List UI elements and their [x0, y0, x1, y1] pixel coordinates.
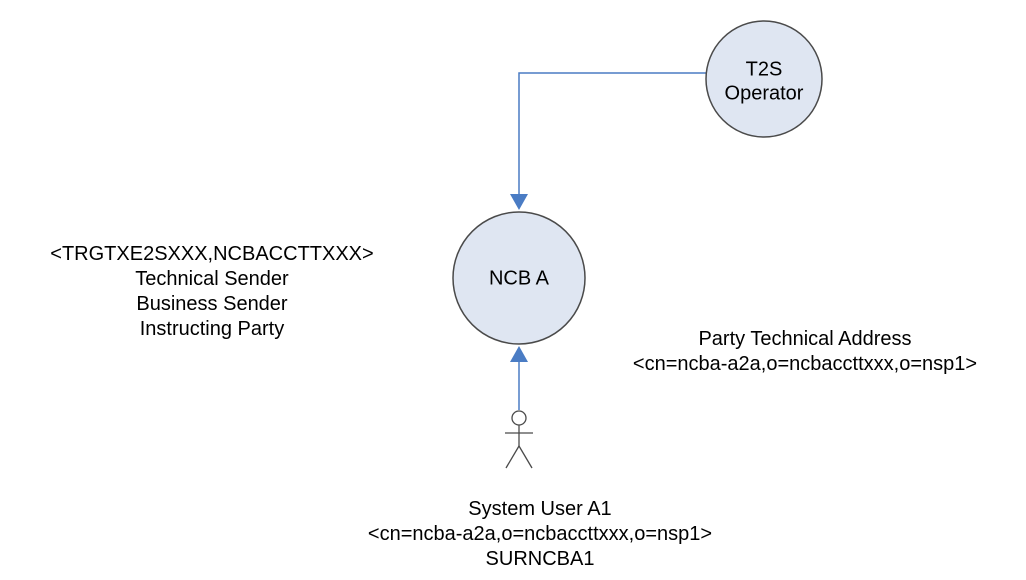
node-label: NCB A: [489, 267, 550, 289]
actor-leg-right: [518, 445, 533, 469]
actor-head: [511, 410, 527, 426]
connector-operator-to-ncb: [510, 72, 706, 210]
instructing-party-label: Instructing Party: [139, 318, 285, 340]
technical-sender-label: Technical Sender: [135, 268, 289, 290]
party-address-value: <cn=ncba-a2a,o=ncbaccttxxx,o=nsp1>: [632, 353, 978, 375]
node-label-line2: Operator: [725, 82, 804, 104]
system-user-label: System User A1 <cn=ncba-a2a,o=ncbaccttxx…: [270, 497, 810, 572]
actor-leg-left: [505, 445, 520, 469]
node-circle: [705, 20, 823, 138]
node-circle: [452, 211, 586, 345]
node-t2s-operator[interactable]: T2S Operator: [705, 20, 823, 138]
sender-bic-pair: <TRGTXE2SXXX,NCBACCTTXXX>: [50, 243, 374, 265]
party-address-title: Party Technical Address: [698, 328, 912, 350]
system-user-dn: <cn=ncba-a2a,o=ncbaccttxxx,o=nsp1>: [367, 523, 713, 545]
party-technical-address-label: Party Technical Address <cn=ncba-a2a,o=n…: [584, 327, 1026, 377]
node-ncb-a[interactable]: NCB A: [452, 211, 586, 345]
connector-user-to-ncb: [510, 346, 528, 410]
connector-line: [518, 72, 706, 194]
arrowhead-up: [510, 346, 528, 362]
business-sender-label: Business Sender: [136, 293, 288, 315]
system-user-actor-icon[interactable]: [505, 410, 533, 469]
arrowhead-down: [510, 194, 528, 210]
system-user-id: SURNCBA1: [485, 548, 595, 570]
system-user-name: System User A1: [468, 498, 612, 520]
node-label-line1: T2S: [746, 58, 783, 80]
sender-roles-label: <TRGTXE2SXXX,NCBACCTTXXX> Technical Send…: [0, 242, 424, 342]
